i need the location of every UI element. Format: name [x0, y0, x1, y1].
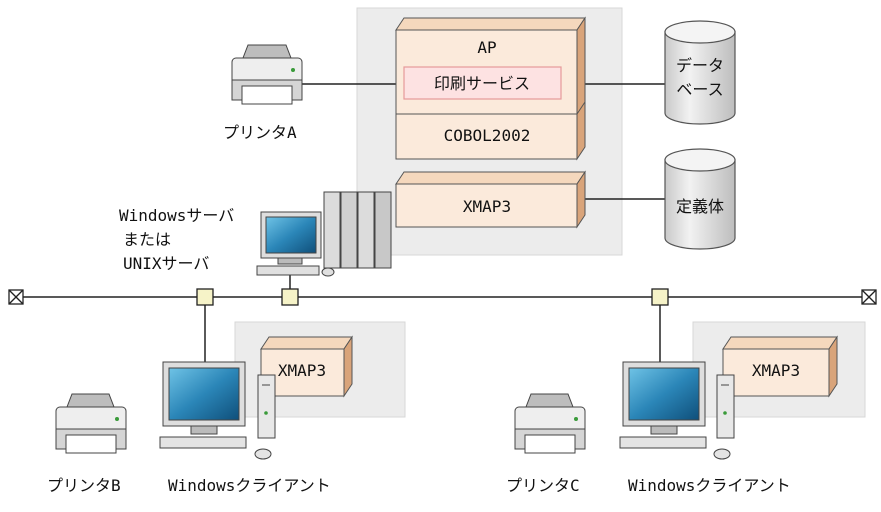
definition-label: 定義体 — [676, 197, 724, 216]
client-c-xmap-label: XMAP3 — [752, 361, 800, 380]
xmap-server-label: XMAP3 — [463, 197, 511, 216]
connector-c-icon — [651, 288, 669, 306]
client-b-xmap-label: XMAP3 — [278, 361, 326, 380]
connector-server-icon — [281, 288, 299, 306]
printer-a-icon — [231, 44, 303, 105]
server-machine-label-line2: または — [123, 230, 171, 249]
print-service-label: 印刷サービス — [434, 74, 530, 93]
definition-icon — [664, 148, 736, 250]
connection-lines — [16, 83, 868, 362]
server-computer-icon — [256, 191, 392, 277]
print-service-box — [403, 66, 562, 100]
client-b-label: Windowsクライアント — [168, 476, 331, 495]
terminator-left-icon — [8, 289, 24, 305]
client-b-computer-icon — [159, 361, 276, 460]
server-machine-label-line1: Windowsサーバ — [119, 206, 234, 225]
cobol-label: COBOL2002 — [444, 126, 531, 145]
printer-c-icon — [514, 393, 586, 454]
server-machine-label-line3: UNIXサーバ — [123, 254, 209, 273]
connector-b-icon — [196, 288, 214, 306]
printer-b-label: プリンタB — [47, 476, 121, 495]
database-label-line1: データ — [676, 56, 724, 75]
client-c-xmap-block — [722, 335, 838, 398]
client-c-label: Windowsクライアント — [628, 476, 791, 495]
database-icon — [664, 20, 736, 125]
terminator-right-icon — [861, 289, 877, 305]
ap-label: AP — [477, 38, 496, 57]
xmap-server-block — [395, 170, 586, 229]
printer-c-label: プリンタC — [506, 476, 580, 495]
client-c-computer-icon — [619, 361, 735, 460]
printer-b-icon — [55, 393, 127, 454]
printer-a-label: プリンタA — [223, 123, 297, 142]
database-label-line2: ベース — [676, 80, 723, 99]
